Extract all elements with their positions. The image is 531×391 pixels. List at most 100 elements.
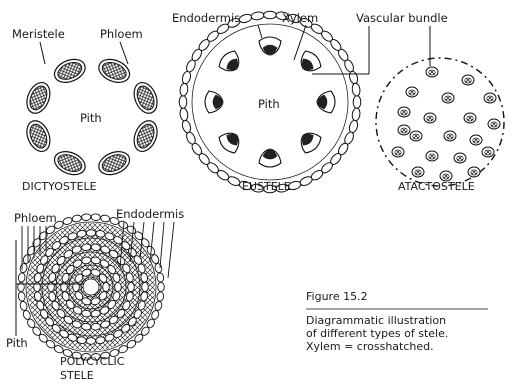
polycyclic-ring-cell: [19, 301, 28, 312]
phloem-label-bottom: Phloem: [14, 211, 57, 225]
caption-line-3: Xylem = crosshatched.: [306, 340, 434, 353]
polycyclic-ring-cell: [156, 291, 164, 301]
bundle-core: [409, 90, 415, 95]
bundle-core: [473, 138, 479, 143]
scattered-bundle: [392, 147, 404, 157]
bundle-core: [445, 96, 451, 101]
endodermis-cell: [353, 96, 361, 109]
scattered-bundle: [412, 167, 424, 177]
endodermis-label-bottom: Endodermis: [116, 207, 184, 221]
endodermis-cell: [181, 119, 192, 133]
bundle-core: [395, 150, 401, 155]
endodermis-cell: [238, 13, 252, 24]
polycyclic-ring-cell: [103, 282, 110, 291]
polycyclic-ring-cell: [128, 282, 135, 291]
endodermis-cell: [351, 83, 360, 97]
caption-line-2: of different types of stele.: [306, 327, 448, 340]
eustele-bundle: [216, 127, 244, 155]
bundle-core: [465, 78, 471, 83]
endodermis-pointer-bottom: [168, 222, 174, 278]
dictyostele-diagram: Pith: [23, 55, 162, 179]
endodermis-cell: [179, 96, 187, 109]
bundle-core: [415, 170, 421, 175]
polycyclic-ring-cell: [158, 282, 165, 291]
eustele-bundle: [259, 37, 281, 55]
polycyclic-ring-cell: [154, 263, 163, 274]
eustele-pith-label: Pith: [258, 97, 280, 111]
dictyostele-pith-label: Pith: [80, 111, 102, 125]
endodermis-cell: [351, 108, 360, 122]
scattered-bundle: [398, 125, 410, 135]
scattered-bundle: [488, 119, 500, 129]
eustele-bundle: [205, 91, 223, 113]
caption-line-1: Diagrammatic illustration: [306, 314, 446, 327]
scattered-bundle: [462, 75, 474, 85]
meristele-pointer: [40, 42, 45, 64]
meristele: [23, 117, 55, 155]
meristele: [51, 147, 89, 179]
atactostele-scattered-bundles: [392, 67, 500, 181]
bundle-core: [485, 150, 491, 155]
eustele-diagram: Pith: [179, 11, 361, 193]
atactostele-title: ATACTOSTELE: [398, 180, 475, 193]
meristele: [51, 55, 89, 87]
scattered-bundle: [470, 135, 482, 145]
dictyostele-title: DICTYOSTELE: [22, 180, 97, 193]
scattered-bundle: [444, 131, 456, 141]
bundle-core: [491, 122, 497, 127]
atactostele-outline: [376, 58, 504, 186]
polycyclic-ring-cell: [91, 214, 101, 221]
bundle-core: [427, 116, 433, 121]
pith-label-polycyclic: Pith: [6, 336, 28, 350]
polycyclic-pith: [83, 279, 99, 295]
polycyclic-ring-cell: [86, 338, 95, 345]
endodermis-pointer-bottom: [160, 222, 164, 268]
meristele-xylem: [134, 83, 157, 112]
meristele-label: Meristele: [12, 27, 65, 41]
endodermis-cell: [179, 108, 188, 122]
endodermis-pointer-top: [258, 25, 262, 38]
bundle-core: [401, 128, 407, 133]
figure-caption: Figure 15.2 Diagrammatic illustration of…: [306, 290, 488, 353]
bundle-core: [447, 134, 453, 139]
polycyclic-ring-cell: [72, 214, 82, 222]
meristele-xylem: [100, 59, 129, 82]
polycyclic-ring-cell: [154, 301, 163, 312]
endodermis-cell: [264, 11, 277, 19]
endodermis-cell: [348, 70, 359, 84]
endodermis-cell: [348, 119, 359, 133]
endodermis-cell: [181, 70, 192, 84]
meristele-xylem: [27, 83, 50, 112]
polycyclic-ring-cell: [156, 272, 164, 282]
meristele-xylem: [55, 59, 84, 82]
endodermis-cell: [179, 83, 188, 97]
polycyclic-ring-cell: [19, 263, 28, 274]
bundle-core: [429, 154, 435, 159]
polycyclic-ring-cell: [18, 272, 26, 282]
vascular-bundle-label: Vascular bundle: [356, 11, 448, 25]
scattered-bundle: [482, 147, 494, 157]
bundle-core: [457, 156, 463, 161]
polycyclic-ring-cell: [62, 216, 73, 225]
xylem-label: Xylem: [282, 11, 318, 25]
polycyclic-ring-cell: [86, 230, 95, 237]
scattered-bundle: [426, 67, 438, 77]
scattered-bundle: [484, 93, 496, 103]
phloem-label-top: Phloem: [100, 27, 143, 41]
scattered-bundle: [426, 151, 438, 161]
bundle-core: [471, 170, 477, 175]
endodermis-label-top: Endodermis: [172, 11, 240, 25]
meristele: [95, 55, 133, 87]
scattered-bundle: [410, 131, 422, 141]
meristele: [95, 147, 133, 179]
atactostele-diagram: [376, 58, 504, 186]
meristele-xylem: [55, 151, 84, 174]
meristele-xylem: [100, 151, 129, 174]
polycyclic-ring-cell: [115, 282, 122, 291]
scattered-bundle: [398, 107, 410, 117]
eustele-bundle: [259, 149, 281, 167]
bundle-core: [413, 134, 419, 139]
phloem-pointer-top: [120, 42, 128, 64]
scattered-bundle: [454, 153, 466, 163]
